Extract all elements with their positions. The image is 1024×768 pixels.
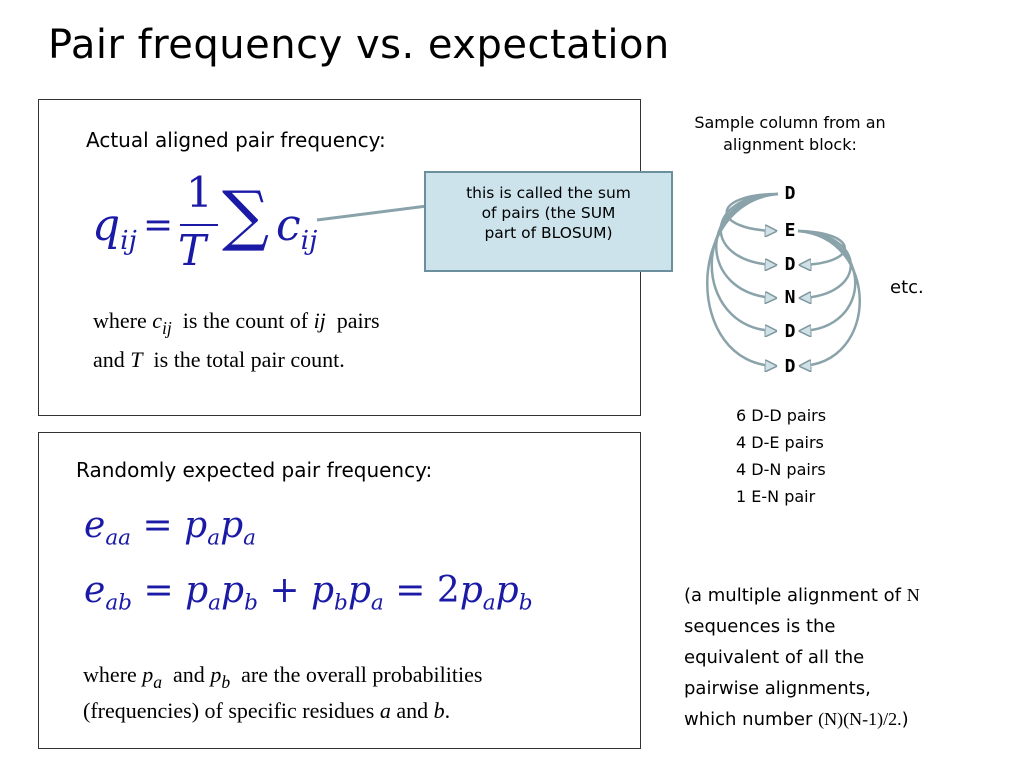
actual-heading: Actual aligned pair frequency:	[86, 128, 386, 152]
formula-sum-symbol: ∑	[222, 177, 270, 254]
formula-c-term: cij	[276, 200, 318, 257]
pair-count-item: 1 E-N pair	[736, 487, 816, 506]
callout-line: of pairs (the SUM	[481, 204, 616, 222]
page-title: Pair frequency vs. expectation	[48, 22, 670, 68]
callout-connector	[316, 204, 428, 222]
residue-6: D	[784, 356, 796, 377]
residue-1: D	[784, 183, 796, 204]
pair-count-item: 4 D-E pairs	[736, 433, 824, 452]
multiple-alignment-note: (a multiple alignment of N sequences is …	[684, 585, 920, 730]
expected-frequency-box	[38, 432, 641, 749]
pair-counts: 6 D-D pairs 4 D-E pairs 4 D-N pairs 1 E-…	[736, 402, 826, 510]
expected-where-line-1: where pa and pb are the overall probabil…	[83, 662, 483, 693]
expected-heading: Randomly expected pair frequency:	[76, 458, 433, 482]
pair-arrows-diagram	[706, 192, 861, 380]
formula-q-denominator: T	[178, 226, 207, 275]
sample-column-caption: Sample column from an alignment block:	[694, 113, 886, 154]
residue-4: N	[784, 287, 796, 308]
expected-where-line-2: (frequencies) of specific residues a and…	[83, 698, 451, 723]
actual-where-line-2: and T is the total pair count.	[93, 347, 345, 372]
etc-label: etc.	[890, 277, 924, 298]
residue-5: D	[784, 321, 796, 342]
formula-q-equals: =	[143, 205, 174, 246]
formula-eab: eab = papb + pbpa = 2papb	[84, 570, 533, 616]
formula-fraction-bar	[180, 224, 218, 226]
formula-q-numerator: 1	[186, 168, 213, 217]
callout-line: this is called the sum	[466, 184, 631, 202]
pair-count-item: 6 D-D pairs	[736, 406, 827, 425]
sum-of-pairs-callout: this is called the sum of pairs (the SUM…	[424, 171, 673, 272]
residue-2: E	[784, 220, 796, 241]
actual-where-line-1: where cij is the count of ij pairs	[93, 308, 380, 339]
callout-line: part of BLOSUM)	[484, 224, 613, 242]
formula-q-lhs: qij	[92, 200, 137, 257]
pair-count-item: 4 D-N pairs	[736, 460, 826, 479]
residue-3: D	[784, 254, 796, 275]
formula-eaa: eaa = papa	[84, 505, 256, 551]
